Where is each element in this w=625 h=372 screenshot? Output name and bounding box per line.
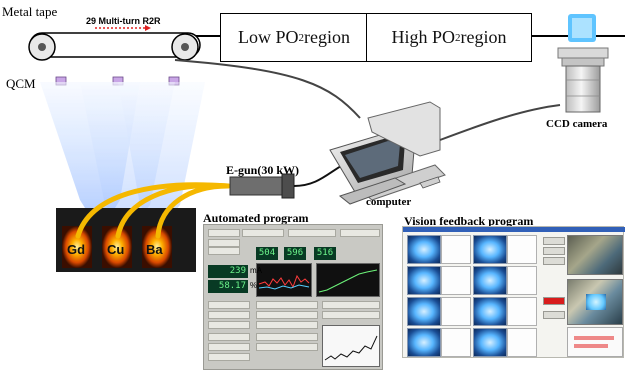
- ctrl-field: [256, 311, 318, 319]
- crucible-label-ba: Ba: [146, 242, 163, 257]
- control-button[interactable]: [543, 237, 565, 245]
- readout-r2: 596: [284, 247, 306, 260]
- ctrl-field: [208, 311, 250, 319]
- vision-thumb: [473, 297, 507, 326]
- r2r-conveyor: [28, 25, 201, 61]
- vision-thumb: [407, 266, 441, 295]
- vision-thumb: [473, 266, 507, 295]
- camera-feed-spot: [586, 294, 606, 310]
- counts-plot: [316, 263, 380, 297]
- computer-icon: [329, 101, 446, 205]
- vision-graph: [441, 297, 471, 326]
- computer-label: computer: [366, 196, 412, 208]
- high-po2-tail: region: [460, 27, 507, 47]
- vision-thumb: [407, 297, 441, 326]
- crucible-label-gd: Gd: [67, 242, 86, 257]
- current-readout: 239: [208, 265, 248, 278]
- vision-program-screen: [402, 226, 625, 358]
- ctrl-field: [322, 311, 380, 319]
- vision-thumb: [473, 328, 507, 357]
- low-po2-subscript: 2: [298, 31, 305, 44]
- control-button[interactable]: [543, 247, 565, 255]
- ctrl-field: [256, 321, 318, 329]
- status-line: [574, 336, 614, 340]
- vision-graph: [441, 235, 471, 264]
- stop-button[interactable]: [543, 297, 565, 305]
- vision-thumb: [407, 328, 441, 357]
- low-po2-label: Low PO: [238, 27, 299, 47]
- vision-graph: [441, 328, 471, 357]
- status-panel: [567, 327, 623, 357]
- r2r-label: 29 Multi-turn R2R: [86, 16, 161, 26]
- ctrl-field: [256, 343, 318, 351]
- high-po2-subscript: 2: [455, 31, 461, 44]
- egun-label: E-gun(30 kW): [226, 163, 300, 177]
- ctrl-field: [208, 333, 250, 341]
- ctrl-field: [208, 239, 240, 247]
- ctrl-field: [256, 333, 318, 341]
- status-line: [574, 344, 608, 348]
- readout-r3: 516: [314, 247, 336, 260]
- ctrl-field: [242, 229, 284, 237]
- vision-graph: [507, 235, 537, 264]
- vision-graph: [507, 266, 537, 295]
- automated-program-screen: 504 596 516 239 mA 58.17 %: [203, 224, 383, 370]
- electron-beam-arcs: [75, 182, 231, 239]
- ccd-camera-label: CCD camera: [546, 118, 608, 130]
- automated-program-label: Automated program: [203, 211, 309, 225]
- trend-plot: [322, 325, 380, 367]
- vision-program-label: Vision feedback program: [404, 214, 534, 228]
- control-button[interactable]: [543, 257, 565, 265]
- vision-graph: [507, 328, 537, 357]
- ctrl-field: [340, 229, 380, 237]
- ctrl-field: [322, 301, 380, 309]
- egun-icon: [229, 159, 353, 199]
- ctrl-field: [208, 229, 240, 237]
- ccd-camera-icon: [557, 14, 609, 113]
- ctrl-field: [208, 247, 240, 255]
- vision-graph: [441, 266, 471, 295]
- ctrl-field: [288, 229, 336, 237]
- metal-tape-label: Metal tape: [2, 4, 58, 19]
- current-unit: mA: [250, 266, 262, 275]
- percent-unit: %: [250, 281, 258, 290]
- title-bar: [403, 227, 625, 232]
- readout-r1: 504: [256, 247, 278, 260]
- qcm-label: QCM: [6, 76, 36, 91]
- ctrl-field: [208, 301, 250, 309]
- camera-feed-main: [567, 279, 623, 325]
- crucible-block: [56, 208, 196, 272]
- ctrl-field: [208, 321, 250, 329]
- crucible-label-cu: Cu: [107, 242, 125, 257]
- camera-feed-top: [567, 235, 623, 275]
- control-button[interactable]: [543, 311, 565, 319]
- ctrl-field: [256, 301, 318, 309]
- vision-graph: [507, 297, 537, 326]
- low-po2-tail: region: [304, 27, 350, 47]
- vision-thumb: [473, 235, 507, 264]
- percent-readout: 58.17: [208, 280, 248, 293]
- ctrl-field: [208, 353, 250, 361]
- high-po2-label: High PO: [391, 27, 456, 47]
- ctrl-field: [208, 343, 250, 351]
- deposition-rate-plot: [256, 263, 312, 297]
- vision-thumb: [407, 235, 441, 264]
